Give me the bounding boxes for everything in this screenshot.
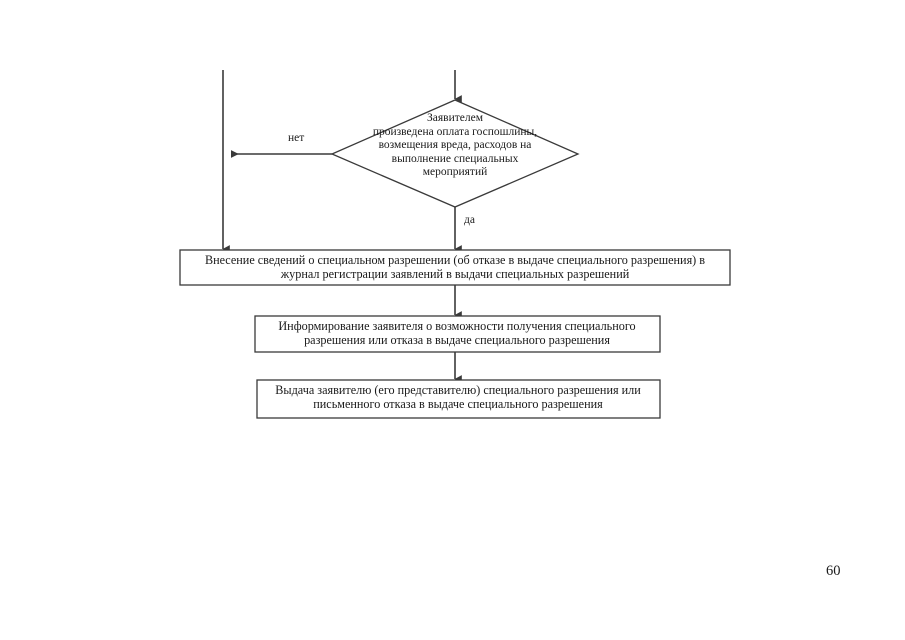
edge-label-yes: да <box>464 214 475 226</box>
edge-label-no: нет <box>288 132 305 144</box>
process-box-issue <box>256 379 661 419</box>
page-number: 60 <box>826 563 841 579</box>
process-box-inform-label: Информирование заявителя о возможности п… <box>278 319 636 348</box>
process-box-inform <box>254 315 661 353</box>
process-box-issue-label: Выдача заявителю (его представителю) спе… <box>275 383 641 412</box>
process-box-register-label: Внесение сведений о специальном разрешен… <box>204 253 706 282</box>
decision-diamond-label: Заявителем произведена оплата госпошлины… <box>372 112 538 179</box>
